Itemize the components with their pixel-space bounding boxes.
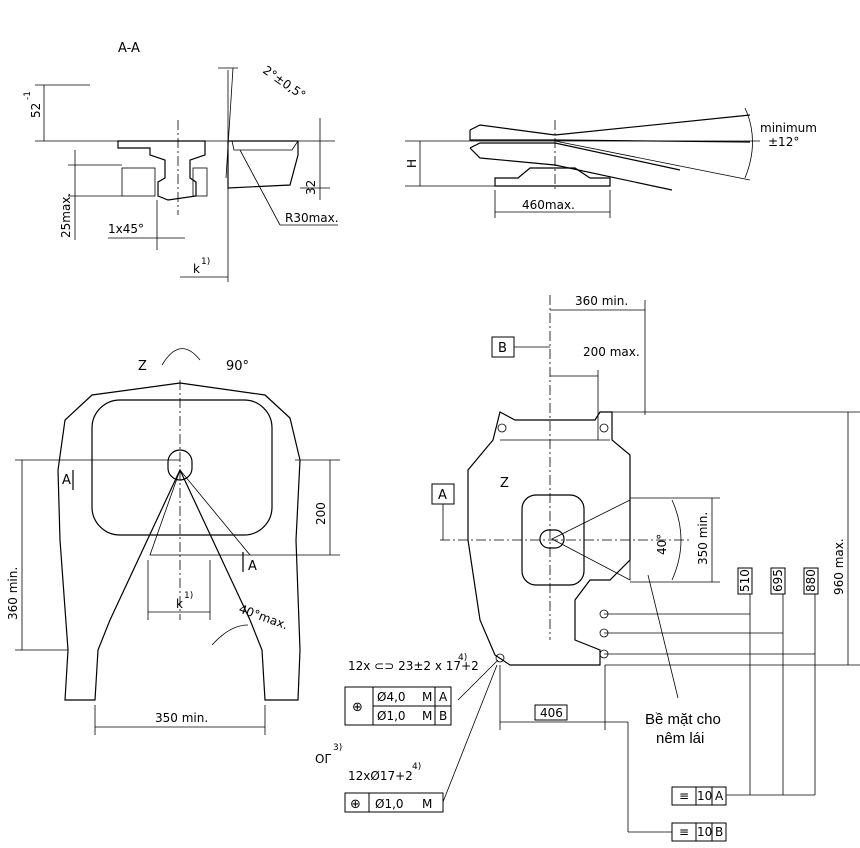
og-label: OГ — [315, 752, 332, 766]
side-view: H 460max. minimum ±12° — [405, 107, 817, 218]
box-406-label: 406 — [540, 706, 563, 720]
box-510-label: 510 — [738, 569, 752, 592]
sym-a-value: 10 — [697, 789, 712, 803]
angle-min-label: minimum — [760, 121, 817, 135]
fcf1-row2-datum: B — [439, 709, 447, 723]
fcf1-row2-mod: M — [422, 709, 432, 723]
rotation-z-label: Z — [138, 359, 147, 374]
hole-note: 12xØ17+2 — [348, 769, 413, 783]
rotation-angle-label: 90° — [226, 359, 249, 374]
top-right-view: B A Z 360 min. 200 max. 960 max. — [315, 294, 860, 842]
slot-note: 12x ⊂⊃ 23±2 x 17+2 — [348, 659, 479, 673]
symmetry-a: ≡ 10 A — [671, 786, 727, 806]
view-z-label: Z — [500, 476, 509, 491]
dim-200-label: 200 — [314, 502, 328, 525]
dim-52-label: 52 — [29, 103, 43, 118]
fcf-2: ⊕ Ø1,0 M — [344, 792, 444, 813]
fcf2-value: Ø1,0 — [375, 797, 404, 811]
dim-h-label: H — [405, 159, 419, 168]
svg-text:≡: ≡ — [679, 825, 689, 839]
box-880-label: 880 — [804, 569, 818, 592]
fcf1-row1-mod: M — [422, 690, 432, 704]
top-left-view: Z 90° A A 360 min. 200 k 1) 40°max. — [6, 348, 340, 735]
svg-text:⊕: ⊕ — [350, 797, 361, 812]
dim-k-sup: 1) — [201, 257, 210, 267]
section-aa-title: A-A — [118, 41, 140, 56]
datum-a-label: A — [438, 488, 447, 503]
radius-label: R30max. — [285, 211, 339, 225]
sym-a-datum: A — [715, 789, 724, 803]
angle-value: ±12° — [768, 135, 799, 149]
dim-350-right-label: 350 min. — [696, 512, 710, 565]
fcf1-row1-datum: A — [439, 690, 448, 704]
chamfer-label: 1x45° — [108, 222, 144, 236]
svg-text:⊕: ⊕ — [352, 700, 363, 715]
fcf1-row1-value: Ø4,0 — [377, 690, 406, 704]
dim-350-label: 350 min. — [155, 711, 208, 725]
symmetry-b: ≡ 10 B — [671, 822, 727, 842]
dim-200-top-label: 200 max. — [583, 345, 640, 359]
dim-k-sup-top: 1) — [184, 591, 193, 601]
dim-360-label: 360 min. — [6, 567, 20, 620]
dim-960-label: 960 max. — [832, 538, 846, 595]
dim-460-label: 460max. — [522, 198, 575, 212]
fcf-1: ⊕ Ø4,0 M A Ø1,0 M B — [344, 686, 452, 726]
angle-label: 2°±0,5° — [260, 63, 308, 102]
fcf2-mod: M — [422, 797, 432, 811]
dim-32-label: 32 — [304, 180, 318, 195]
sym-b-datum: B — [715, 825, 723, 839]
section-a-bottom: A — [248, 559, 257, 574]
section-a-top: A — [62, 473, 71, 488]
note-line-2: nêm lái — [656, 730, 704, 747]
note-line-1: Bề mặt cho — [645, 711, 721, 728]
dim-k-label-top: k — [176, 597, 183, 611]
slot-note-sup: 4) — [458, 653, 467, 663]
section-aa-view: A-A 52 -1 2°±0,5° 25max. 32 1x45° — [23, 41, 339, 282]
dim-52-tol: -1 — [23, 91, 33, 100]
dim-25-label: 25max. — [59, 193, 73, 238]
angle-40-right-label: 40° — [655, 534, 669, 555]
datum-b-label: B — [498, 341, 507, 356]
sym-b-value: 10 — [697, 825, 712, 839]
angle-40-label: 40°max. — [237, 602, 290, 633]
hole-note-sup: 4) — [412, 762, 421, 772]
box-695-label: 695 — [771, 569, 785, 592]
fcf1-row2-value: Ø1,0 — [377, 709, 406, 723]
dim-360-top-label: 360 min. — [575, 294, 628, 308]
dim-k-label: k — [193, 262, 200, 276]
og-sup: 3) — [333, 743, 342, 753]
svg-text:≡: ≡ — [679, 789, 689, 803]
